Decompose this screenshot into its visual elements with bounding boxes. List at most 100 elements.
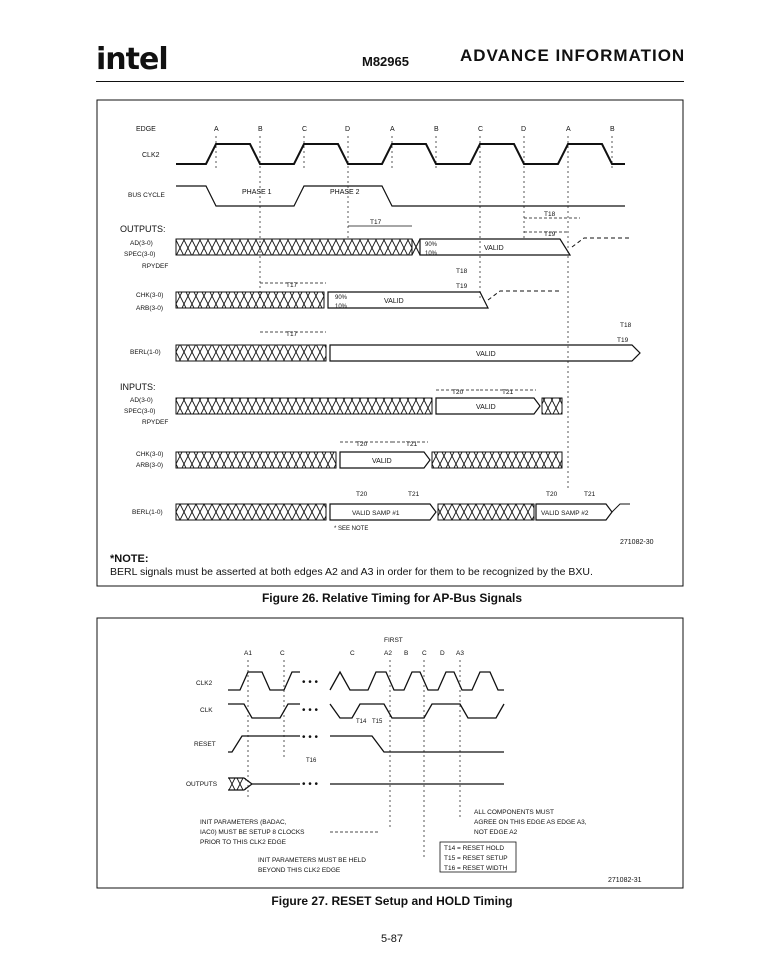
svg-text:C: C [422, 650, 427, 657]
figure-27-diagram: FIRST A1 C C A2 B C D A3 CLK2 • • • CLK … [96, 617, 684, 889]
edge-label: EDGE [136, 126, 156, 133]
svg-text:ALL COMPONENTS MUST: ALL COMPONENTS MUST [474, 809, 554, 816]
init-note: INIT PARAMETERS (BADAC, IAC0) MUST BE SE… [200, 819, 305, 846]
out-spec-label: SPEC(3-0) [124, 251, 155, 258]
clk2-waveform [176, 143, 625, 165]
figure-27-caption: Figure 27. RESET Setup and HOLD Timing [271, 894, 513, 908]
svg-text:T20: T20 [452, 389, 464, 396]
part-number: M82965 [362, 54, 409, 69]
advance-information-banner: ADVANCE INFORMATION [460, 46, 686, 65]
note-title: *NOTE: [110, 553, 149, 565]
legend-box [439, 841, 517, 873]
svg-text:T21: T21 [584, 491, 596, 498]
svg-text:T21: T21 [406, 441, 418, 448]
svg-text:VALID: VALID [384, 298, 404, 305]
svg-text:10%: 10% [425, 251, 438, 257]
svg-text:* SEE NOTE: * SEE NOTE [334, 526, 368, 532]
svg-text:INIT PARAMETERS (BADAC,: INIT PARAMETERS (BADAC, [200, 819, 287, 826]
figure-26-frame [96, 99, 684, 587]
out-chk-label: CHK(3-0) [136, 292, 163, 299]
header-rule [96, 81, 684, 82]
out-ad-valid [419, 238, 572, 256]
svg-text:CHK(3-0): CHK(3-0) [136, 451, 163, 458]
svg-text:• • •: • • • [302, 705, 319, 716]
figure-26-diagram: EDGE A B C D A B C D A B CLK2 BUS CYCLE … [96, 99, 684, 587]
svg-text:BERL(1-0): BERL(1-0) [132, 509, 163, 516]
svg-text:90%: 90% [425, 242, 438, 248]
svg-text:A: A [214, 126, 219, 133]
svg-text:FIRST: FIRST [384, 637, 403, 644]
svg-text:T17: T17 [286, 282, 298, 289]
svg-text:VALID: VALID [476, 351, 496, 358]
phase2-label: PHASE 2 [330, 189, 360, 196]
figure-27-edges: A1 C C A2 B C D A3 [244, 650, 464, 657]
clk2-label: CLK2 [142, 152, 160, 159]
note-body: BERL signals must be asserted at both ed… [110, 566, 593, 578]
svg-text:SPEC(3-0): SPEC(3-0) [124, 408, 155, 415]
svg-text:A2: A2 [384, 650, 392, 657]
svg-text:T20: T20 [546, 491, 558, 498]
svg-text:• • •: • • • [302, 732, 319, 743]
svg-text:T17: T17 [370, 219, 382, 226]
bus-cycle-label: BUS CYCLE [128, 192, 166, 199]
bus-cycle-waveform [176, 185, 625, 207]
svg-text:T14: T14 [356, 719, 367, 725]
svg-text:D: D [345, 126, 350, 133]
svg-text:T21: T21 [502, 389, 514, 396]
svg-text:A3: A3 [456, 650, 464, 657]
inputs-label: INPUTS: [120, 382, 156, 392]
figure-26-caption: Figure 26. Relative Timing for AP-Bus Si… [261, 591, 523, 605]
svg-text:T15 = RESET SETUP: T15 = RESET SETUP [444, 855, 508, 862]
svg-text:OUTPUTS: OUTPUTS [186, 781, 218, 788]
svg-text:C: C [478, 126, 483, 133]
svg-text:PRIOR TO THIS CLK2 EDGE: PRIOR TO THIS CLK2 EDGE [200, 839, 287, 846]
svg-text:C: C [350, 650, 355, 657]
svg-text:CLK2: CLK2 [196, 680, 213, 687]
svg-text:T17: T17 [286, 331, 298, 338]
svg-text:VALID SAMP #2: VALID SAMP #2 [541, 510, 589, 517]
intel-logo: intel [96, 42, 169, 77]
svg-text:T20: T20 [356, 441, 368, 448]
svg-text:T20: T20 [356, 491, 368, 498]
svg-text:T19: T19 [617, 337, 629, 344]
phase1-label: PHASE 1 [242, 189, 272, 196]
svg-text:T18: T18 [620, 322, 632, 329]
out-berl-label: BERL(1-0) [130, 349, 161, 356]
svg-text:INIT PARAMETERS MUST BE HELD: INIT PARAMETERS MUST BE HELD [258, 857, 366, 864]
svg-text:RESET: RESET [194, 741, 216, 748]
svg-text:C: C [302, 126, 307, 133]
svg-text:NOT EDGE A2: NOT EDGE A2 [474, 829, 518, 836]
out-arb-label: ARB(3-0) [136, 305, 163, 312]
svg-text:AD(3-0): AD(3-0) [130, 397, 153, 404]
svg-text:T16: T16 [306, 758, 317, 764]
svg-text:D: D [521, 126, 526, 133]
svg-text:BEYOND THIS CLK2 EDGE: BEYOND THIS CLK2 EDGE [258, 867, 341, 874]
svg-text:B: B [258, 126, 263, 133]
svg-text:VALID: VALID [476, 404, 496, 411]
svg-text:T18: T18 [544, 211, 556, 218]
svg-text:T19: T19 [544, 231, 556, 238]
svg-text:90%: 90% [335, 295, 348, 301]
outputs-label: OUTPUTS: [120, 224, 166, 234]
svg-text:10%: 10% [335, 304, 348, 310]
svg-text:VALID SAMP #1: VALID SAMP #1 [352, 510, 400, 517]
svg-text:B: B [610, 126, 615, 133]
figure-27-id: 271082-31 [608, 877, 642, 884]
edge-letters: A B C D A B C D A B [214, 126, 615, 133]
out-ad-label: AD(3-0) [130, 240, 153, 247]
svg-text:CLK: CLK [200, 707, 213, 714]
figure-26-id: 271082-30 [620, 539, 654, 546]
svg-text:A1: A1 [244, 650, 252, 657]
svg-text:RPYDEF: RPYDEF [142, 419, 168, 426]
out-ad-valid-text: VALID [484, 245, 504, 252]
figure-27-frame [96, 617, 684, 889]
svg-text:VALID: VALID [372, 458, 392, 465]
agree-note: ALL COMPONENTS MUST AGREE ON THIS EDGE A… [474, 809, 587, 836]
edge-guides [215, 136, 613, 490]
svg-text:B: B [404, 650, 408, 657]
svg-text:T21: T21 [408, 491, 420, 498]
svg-text:C: C [280, 650, 285, 657]
svg-text:T16 = RESET WIDTH: T16 = RESET WIDTH [444, 865, 508, 872]
page-number: 5-87 [380, 933, 404, 945]
out-rpydef-label: RPYDEF [142, 263, 168, 270]
